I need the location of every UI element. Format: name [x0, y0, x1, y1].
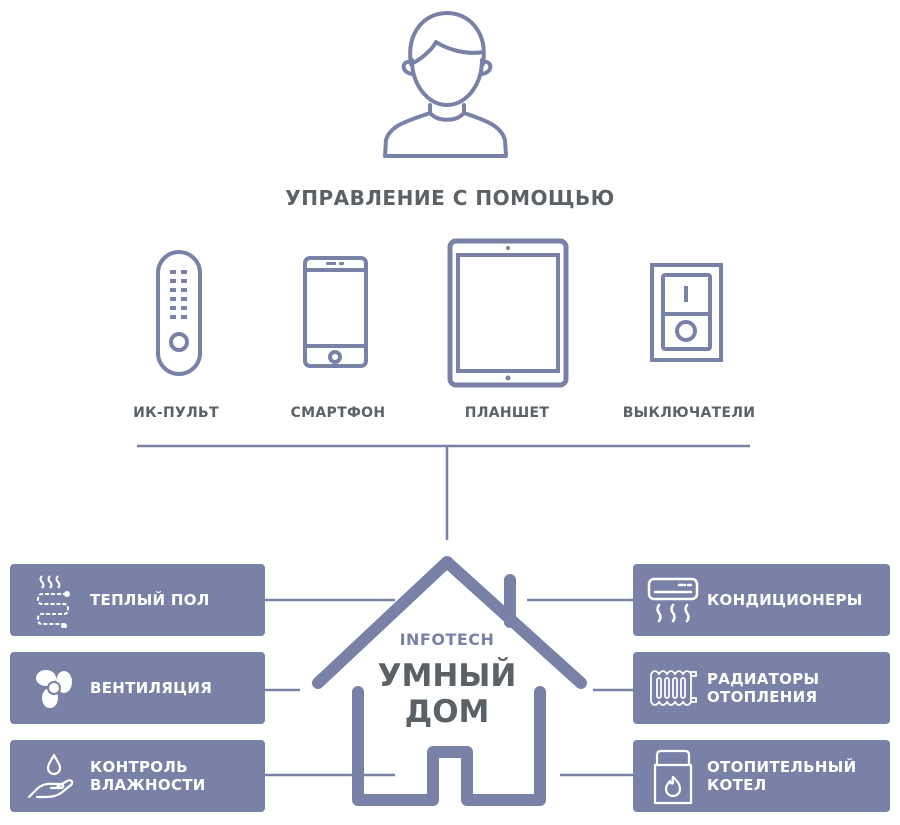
device-label-switches: ВЫКЛЮЧАТЕЛИ	[622, 405, 756, 421]
house-title: УМНЫЙ ДОМ	[347, 658, 547, 730]
house-icon	[312, 556, 587, 806]
device-label-smartphone: СМАРТФОН	[290, 405, 386, 421]
feature-label: КОНТРОЛЬ ВЛАЖНОСТИ	[90, 758, 206, 794]
smartphone-icon	[303, 256, 368, 368]
feature-label: ОТОПИТЕЛЬНЫЙ КОТЕЛ	[707, 758, 857, 794]
feature-ventilation: ВЕНТИЛЯЦИЯ	[10, 652, 265, 724]
heated-floor-icon	[24, 564, 84, 636]
tablet-icon	[447, 238, 569, 388]
brand-name: INFOTECH	[399, 630, 495, 649]
feature-boiler: ОТОПИТЕЛЬНЫЙ КОТЕЛ	[633, 740, 890, 812]
feature-air-conditioners: КОНДИЦИОНЕРЫ	[633, 564, 890, 636]
boiler-icon	[643, 740, 703, 812]
feature-heated-floor: ТЕПЛЫЙ ПОЛ	[10, 564, 265, 636]
fan-icon	[24, 652, 84, 724]
feature-label: РАДИАТОРЫ ОТОПЛЕНИЯ	[707, 670, 820, 706]
feature-radiators: РАДИАТОРЫ ОТОПЛЕНИЯ	[633, 652, 890, 724]
user-icon	[383, 11, 508, 158]
page-title: УПРАВЛЕНИЕ С ПОМОЩЬЮ	[285, 186, 615, 210]
connector-lines	[137, 444, 750, 777]
house-title-line2: ДОМ	[404, 694, 490, 730]
air-conditioner-icon	[643, 564, 703, 636]
radiator-icon	[643, 652, 703, 724]
feature-label: ТЕПЛЫЙ ПОЛ	[90, 591, 210, 609]
feature-humidity-control: КОНТРОЛЬ ВЛАЖНОСТИ	[10, 740, 265, 812]
humidity-hand-icon	[24, 740, 84, 812]
feature-label: КОНДИЦИОНЕРЫ	[707, 591, 863, 609]
device-label-ir-remote: ИК-ПУЛЬТ	[133, 405, 219, 421]
feature-label: ВЕНТИЛЯЦИЯ	[90, 679, 213, 697]
device-label-tablet: ПЛАНШЕТ	[464, 405, 550, 421]
light-switch-icon	[650, 263, 723, 362]
house-title-line1: УМНЫЙ	[377, 658, 517, 694]
ir-remote-icon	[156, 250, 202, 376]
